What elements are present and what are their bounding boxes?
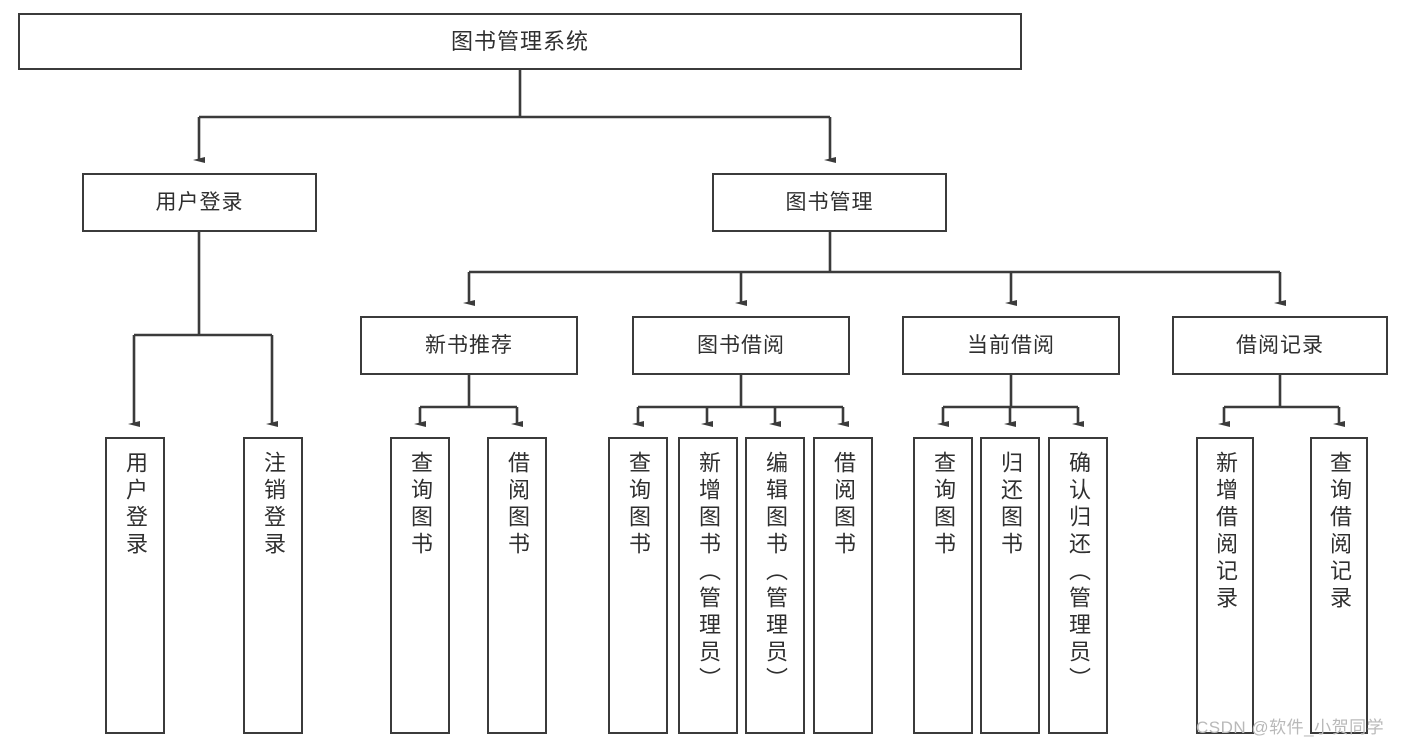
node-leaf-borrowrecord-query-record[interactable]: 查询借阅记录 <box>1310 437 1368 734</box>
node-label: 图书借阅 <box>697 333 785 357</box>
node-book-borrow[interactable]: 图书借阅 <box>632 316 850 375</box>
node-new-book-recommend[interactable]: 新书推荐 <box>360 316 578 375</box>
node-label: 新书推荐 <box>425 333 513 357</box>
node-leaf-currentborrow-return-book[interactable]: 归还图书 <box>980 437 1040 734</box>
node-leaf-logout[interactable]: 注销登录 <box>243 437 303 734</box>
edges-currentborrow-to-leaves <box>937 375 1084 427</box>
node-label: 借阅图书 <box>831 451 856 559</box>
node-leaf-bookborrow-add-book-admin[interactable]: 新增图书（管理员） <box>678 437 738 734</box>
node-leaf-borrowrecord-add-record[interactable]: 新增借阅记录 <box>1196 437 1254 734</box>
node-borrow-record[interactable]: 借阅记录 <box>1172 316 1388 375</box>
node-label: 当前借阅 <box>967 333 1055 357</box>
node-label: 查询图书 <box>626 451 651 559</box>
node-leaf-user-login[interactable]: 用户登录 <box>105 437 165 734</box>
node-label: 新增借阅记录 <box>1213 451 1238 613</box>
node-label: 查询图书 <box>408 451 433 559</box>
node-leaf-currentborrow-confirm-return-admin[interactable]: 确认归还（管理员） <box>1048 437 1108 734</box>
node-label: 新增图书（管理员） <box>696 451 721 694</box>
csdn-watermark: CSDN @软件_小贺同学 <box>1196 718 1385 737</box>
node-book-management[interactable]: 图书管理 <box>712 173 947 232</box>
node-leaf-currentborrow-query-book[interactable]: 查询图书 <box>913 437 973 734</box>
node-leaf-newbook-query-book[interactable]: 查询图书 <box>390 437 450 734</box>
node-leaf-bookborrow-query-book[interactable]: 查询图书 <box>608 437 668 734</box>
node-leaf-bookborrow-borrow-book[interactable]: 借阅图书 <box>813 437 873 734</box>
node-label: 查询借阅记录 <box>1327 451 1352 613</box>
node-label: 注销登录 <box>261 451 286 559</box>
node-label: 归还图书 <box>998 451 1023 559</box>
node-user-login[interactable]: 用户登录 <box>82 173 317 232</box>
node-label: 查询图书 <box>931 451 956 559</box>
edges-userlogin-to-leaves <box>128 232 278 427</box>
edges-bookborrow-to-leaves <box>632 375 849 427</box>
node-label: 用户登录 <box>155 190 244 214</box>
node-label: 用户登录 <box>123 451 148 559</box>
edges-bookmgmt-to-level3 <box>463 232 1286 306</box>
node-label: 图书管理系统 <box>450 28 589 54</box>
edges-root-to-level2 <box>193 70 836 163</box>
node-label: 确认归还（管理员） <box>1066 451 1091 694</box>
node-label: 编辑图书（管理员） <box>763 451 788 694</box>
node-label: 借阅记录 <box>1236 333 1324 357</box>
node-label: 图书管理 <box>785 190 874 214</box>
node-current-borrow[interactable]: 当前借阅 <box>902 316 1120 375</box>
node-root-book-management-system[interactable]: 图书管理系统 <box>18 13 1022 70</box>
edges-newbook-to-leaves <box>414 375 523 427</box>
edges-borrowrecord-to-leaves <box>1218 375 1345 427</box>
node-label: 借阅图书 <box>505 451 530 559</box>
node-leaf-bookborrow-edit-book-admin[interactable]: 编辑图书（管理员） <box>745 437 805 734</box>
node-leaf-newbook-borrow-book[interactable]: 借阅图书 <box>487 437 547 734</box>
